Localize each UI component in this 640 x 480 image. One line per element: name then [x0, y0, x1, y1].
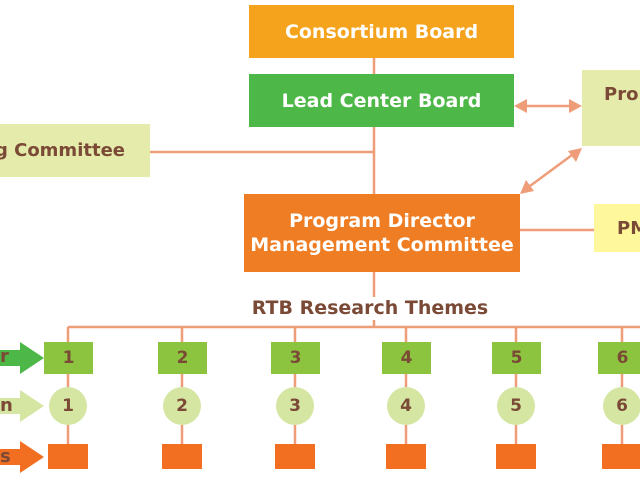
pmu-label: PM [617, 217, 640, 239]
theme-output-6 [602, 444, 640, 469]
theme-square-2: 2 [158, 342, 207, 374]
arrow-row3 [0, 441, 44, 473]
arrow-row2 [0, 390, 44, 422]
theme-circle-2: 2 [163, 387, 201, 425]
lead-center-board-box: Lead Center Board [249, 74, 514, 127]
row-label-3: s [0, 446, 11, 467]
pmu-box: PM [594, 204, 640, 252]
theme-square-5: 5 [492, 342, 541, 374]
theme-square-3: 3 [271, 342, 320, 374]
lead-center-board-label: Lead Center Board [281, 89, 482, 112]
theme-square-4: 4 [382, 342, 431, 374]
partner-box: Pro [582, 70, 640, 146]
theme-output-5 [496, 444, 536, 469]
consortium-board-box: Consortium Board [249, 5, 514, 58]
partner-label: Pro [604, 84, 639, 105]
theme-output-1 [48, 444, 88, 469]
theme-circle-5: 5 [497, 387, 535, 425]
arrow-row1 [0, 342, 44, 374]
row-label-2: n [0, 395, 13, 416]
pdmc-label-line2: Management Committee [250, 234, 514, 256]
theme-square-6: 6 [598, 342, 640, 374]
committee-label: g Committee [0, 140, 125, 161]
research-themes-title: RTB Research Themes [230, 297, 510, 319]
theme-circle-1: 1 [49, 387, 87, 425]
double-arrow-pdmc-partner [529, 153, 573, 188]
theme-circle-3: 3 [276, 387, 314, 425]
consortium-board-label: Consortium Board [284, 20, 479, 43]
theme-square-1: 1 [44, 342, 93, 374]
pdmc-label-line1: Program Director [289, 210, 475, 232]
committee-box: g Committee [0, 124, 150, 177]
theme-output-3 [275, 444, 315, 469]
row-label-1: r [0, 346, 9, 367]
theme-circle-6: 6 [603, 387, 640, 425]
theme-output-2 [162, 444, 202, 469]
theme-circle-4: 4 [387, 387, 425, 425]
theme-output-4 [386, 444, 426, 469]
row-arrows [0, 342, 44, 473]
program-director-committee-box: Program Director Management Committee [244, 194, 520, 272]
